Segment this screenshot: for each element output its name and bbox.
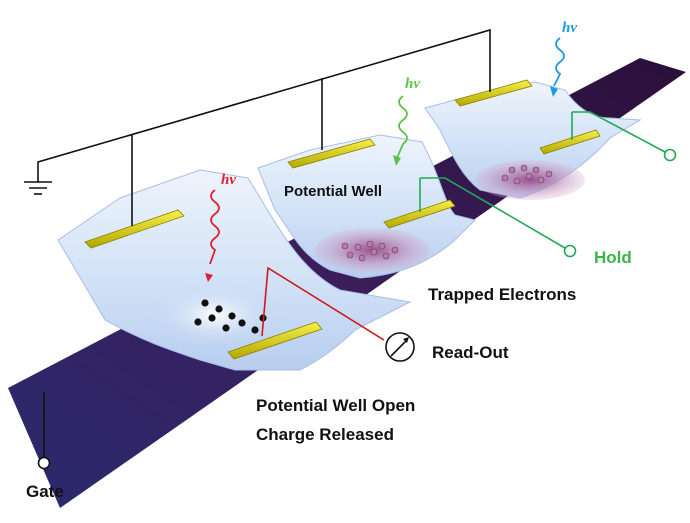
terminal-icon: [37, 456, 51, 470]
label-trapped-electrons: Trapped Electrons: [428, 285, 576, 304]
readout-wires: [261, 266, 385, 341]
membrane-open-well: [57, 169, 412, 371]
label-gate: Gate: [26, 482, 64, 501]
label-potential-well: Potential Well: [284, 183, 382, 200]
label-hold: Hold: [594, 248, 632, 267]
released-electrons: [194, 299, 267, 334]
label-read-out: Read-Out: [432, 343, 509, 362]
photon-label-blue: hν: [562, 20, 577, 36]
photon-red: hν: [205, 172, 236, 282]
ammeter-icon: [385, 332, 415, 362]
photon-blue: hν: [550, 20, 577, 97]
photon-label-green: hν: [405, 76, 420, 92]
terminal-icon: [663, 148, 677, 162]
ground-icon: [24, 181, 52, 195]
terminal-icon: [563, 244, 577, 258]
label-well-open: Potential Well Open: [256, 396, 415, 415]
photon-label-red: hν: [221, 172, 236, 188]
hold-wires: [419, 111, 666, 249]
electrode-top-2: [287, 138, 376, 169]
trapped-charges-right: [501, 164, 553, 185]
membrane-trapped-well: [424, 81, 642, 200]
gate-wire: [37, 392, 51, 470]
electrode-top-3: [454, 79, 533, 107]
electrode-bottom-2: [383, 199, 456, 229]
photon-green: hν: [393, 76, 420, 166]
ground-bus-wires: [37, 28, 491, 226]
electrode-bottom-3: [539, 129, 601, 155]
label-charge-released: Charge Released: [256, 425, 394, 444]
trapped-charges-middle: [341, 240, 399, 262]
electrode-top-1: [84, 209, 185, 249]
electrode-bottom-1: [227, 321, 323, 360]
